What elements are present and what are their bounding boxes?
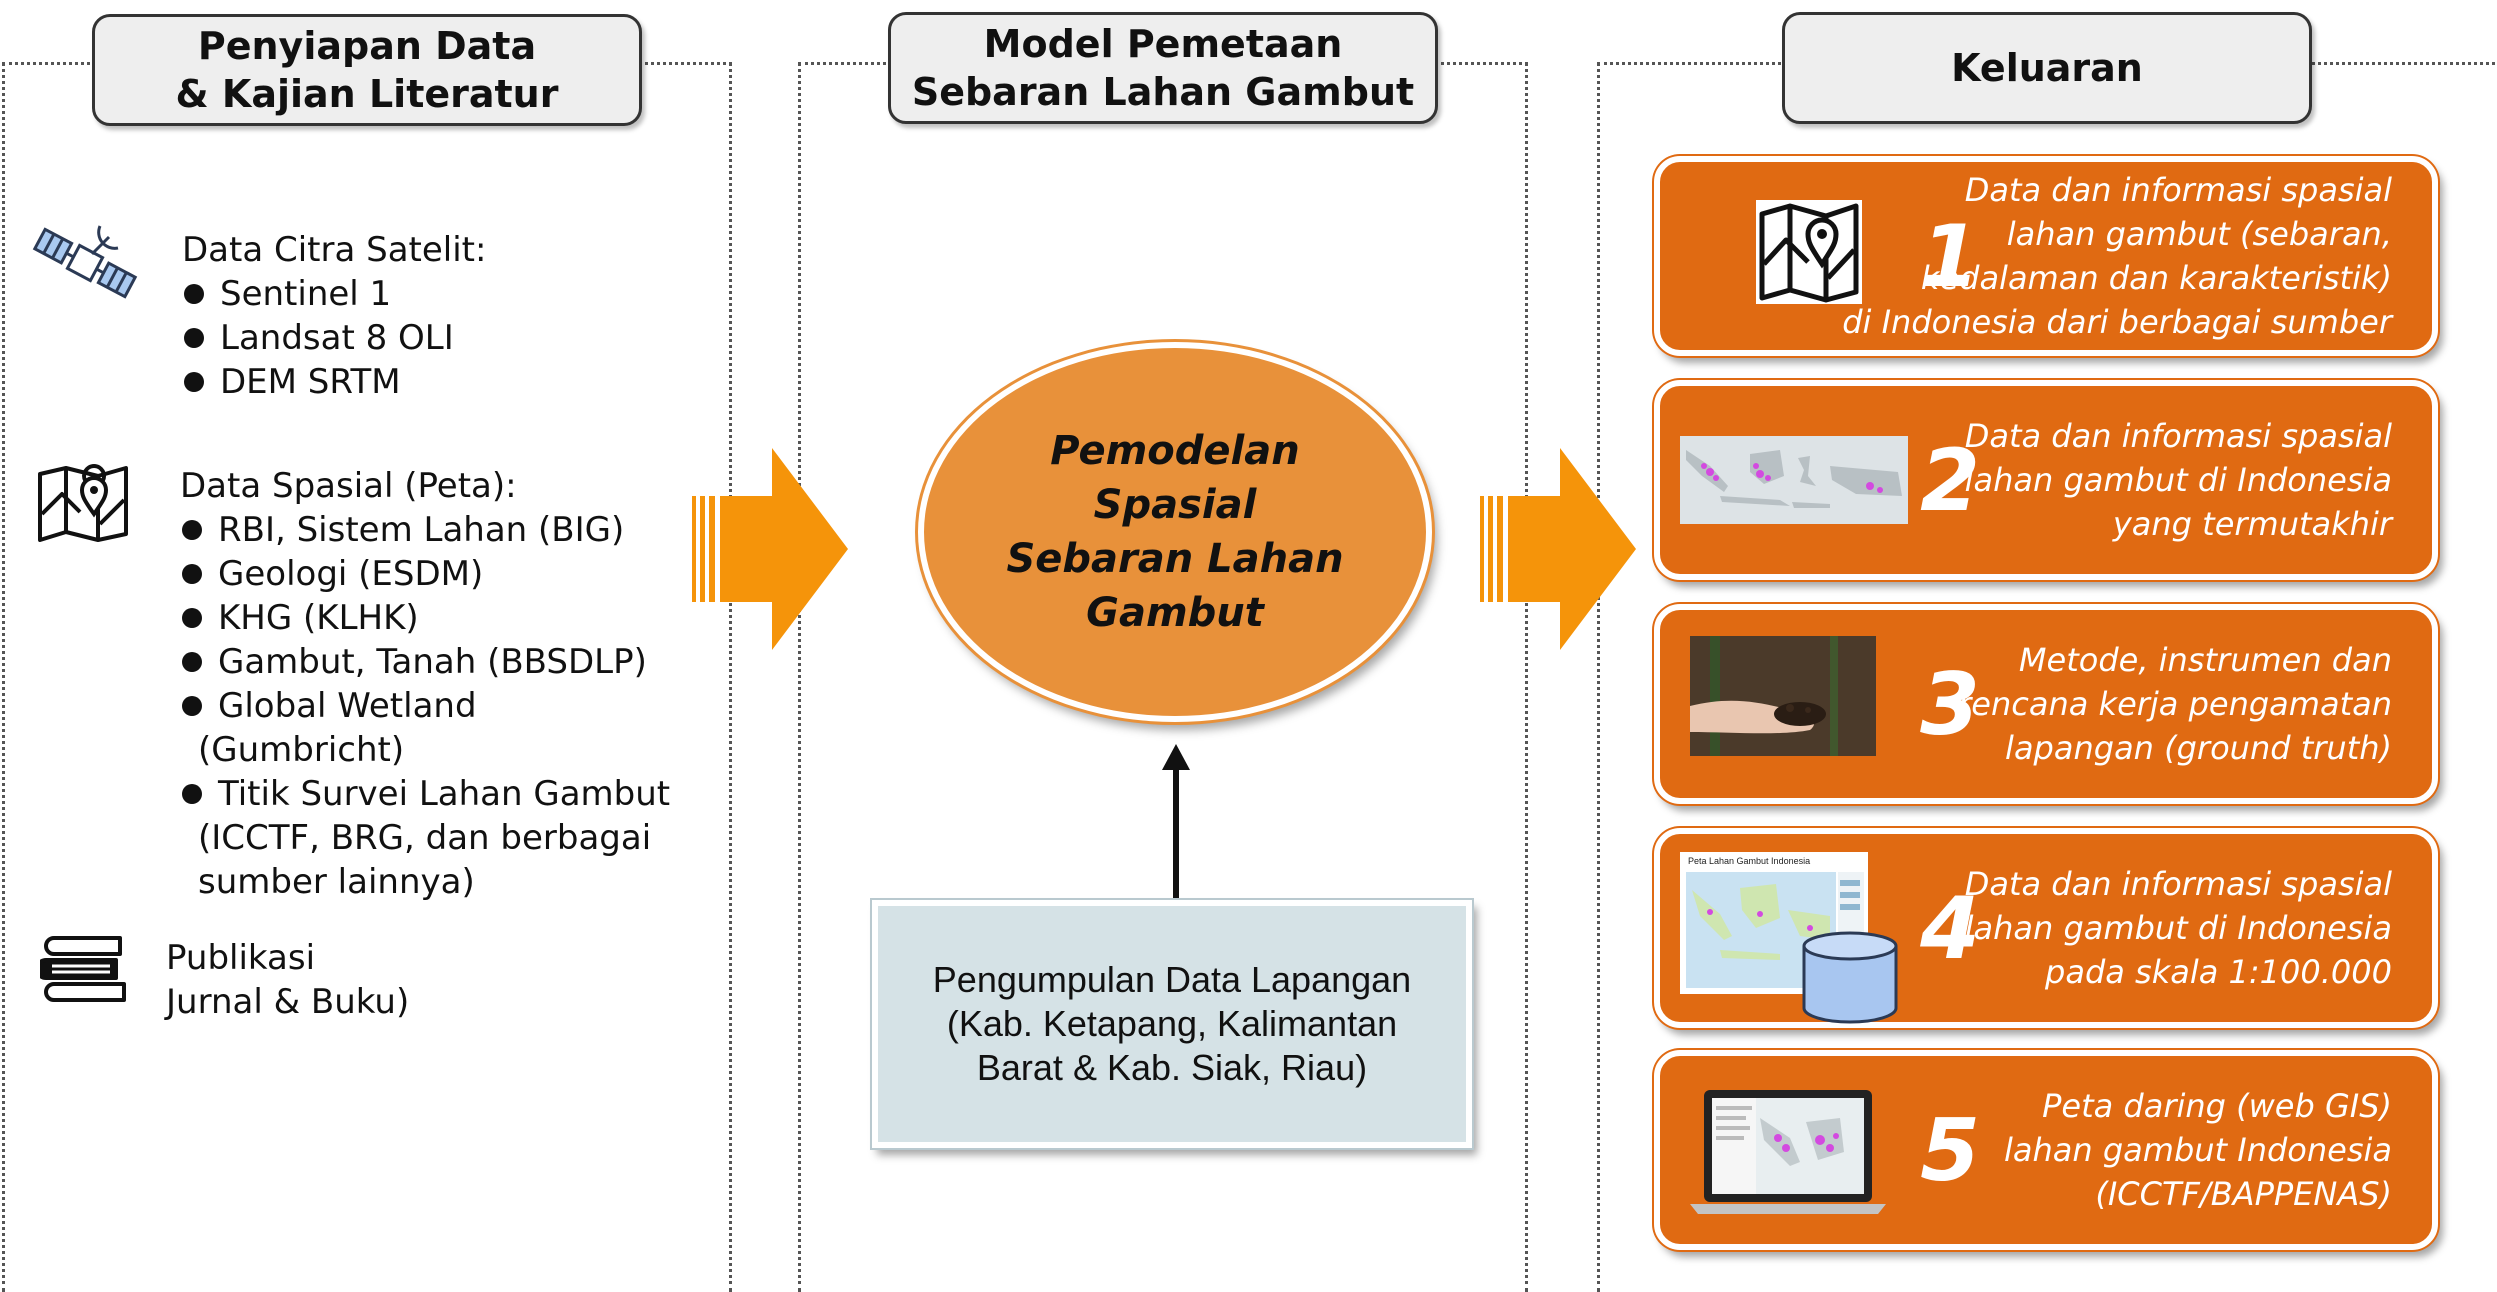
laptop-webgis	[1690, 1090, 1886, 1214]
field-box-line: (Kab. Ketapang, Kalimantan	[946, 1003, 1398, 1044]
publication-block: Publikasi Jurnal & Buku)	[166, 936, 409, 1024]
right-column-title: Keluaran	[1782, 12, 2312, 124]
output-number: 3	[1920, 655, 1980, 755]
output-text-line: lahan gambut (sebaran,	[2006, 215, 2392, 253]
output-text-line: yang termutakhir	[2112, 505, 2392, 543]
spatial-item: Gambut, Tanah (BBSDLP)	[180, 640, 670, 684]
output-text-line: lahan gambut di Indonesia	[1964, 461, 2392, 499]
satellite-item: Sentinel 1	[182, 272, 486, 316]
publication-line: Jurnal & Buku)	[166, 982, 410, 1022]
output-text-line: lahan gambut di Indonesia	[1964, 909, 2392, 947]
output-number: 5	[1920, 1101, 1980, 1201]
middle-title-line-2: Sebaran Lahan Gambut	[911, 70, 1415, 114]
output-text: Data dan informasi spasial lahan gambut …	[1842, 162, 2392, 350]
peat-soil-photo	[1690, 636, 1876, 756]
poster-title: Peta Lahan Gambut Indonesia	[1688, 856, 1811, 866]
spatial-item-continuation: sumber lainnya)	[198, 862, 475, 902]
output-number: 2	[1920, 431, 1980, 531]
satellite-icon	[32, 225, 138, 299]
spatial-item: RBI, Sistem Lahan (BIG)	[180, 508, 670, 552]
output-text: Peta daring (web GIS) lahan gambut Indon…	[1912, 1056, 2392, 1244]
spatial-item: KHG (KLHK)	[180, 596, 670, 640]
output-text: Metode, instrumen dan rencana kerja peng…	[1912, 610, 2392, 798]
modeling-ellipse: Pemodelan Spasial Sebaran Lahan Gambut	[918, 342, 1432, 722]
spatial-item: Global Wetland	[180, 684, 670, 728]
output-text-line: rencana kerja pengamatan	[1958, 685, 2392, 723]
output-number: 4	[1920, 879, 1980, 979]
satellite-item: Landsat 8 OLI	[182, 316, 486, 360]
output-text-line: Data dan informasi spasial	[1964, 417, 2392, 455]
output-card-3: 3 Metode, instrumen dan rencana kerja pe…	[1654, 604, 2438, 804]
output-card-5: 5 Peta daring (web GIS) lahan gambut Ind…	[1654, 1050, 2438, 1250]
satellite-data-block: Data Citra Satelit: Sentinel 1 Landsat 8…	[182, 228, 486, 404]
output-text: Data dan informasi spasial lahan gambut …	[1912, 386, 2392, 574]
spatial-item-text: Global Wetland	[218, 686, 477, 726]
spatial-heading: Data Spasial (Peta):	[180, 466, 517, 506]
left-title-line-1: Penyiapan Data	[197, 24, 537, 68]
output-number: 1	[1920, 207, 1980, 307]
output-text-line: kedalaman dan karakteristik)	[1920, 259, 2392, 297]
satellite-item: DEM SRTM	[182, 360, 486, 404]
ellipse-line: Pemodelan	[1050, 428, 1300, 474]
map-icon	[38, 464, 128, 542]
left-column-title: Penyiapan Data & Kajian Literatur	[92, 14, 642, 126]
output-card-2: 2 Data dan informasi spasial lahan gambu…	[1654, 380, 2438, 580]
output-text: Data dan informasi spasial lahan gambut …	[1912, 834, 2392, 1022]
ellipse-line: Gambut	[1086, 590, 1264, 636]
output-text-line: di Indonesia dari berbagai sumber	[1842, 303, 2392, 341]
output-text-line: Data dan informasi spasial	[1964, 865, 2392, 903]
middle-column-title: Model Pemetaan Sebaran Lahan Gambut	[888, 12, 1438, 124]
ellipse-line: Spasial	[1093, 482, 1257, 528]
satellite-heading: Data Citra Satelit:	[182, 230, 487, 270]
ellipse-line: Sebaran Lahan	[1006, 536, 1344, 582]
output-card-4: Peta Lahan Gambut Indonesia 4 Data dan i…	[1654, 828, 2438, 1028]
output-text-line: Peta daring (web GIS)	[2042, 1087, 2392, 1125]
output-card-1: 1 Data dan informasi spasial lahan gambu…	[1654, 156, 2438, 356]
right-title-line-1: Keluaran	[1951, 46, 2143, 90]
field-data-box: Pengumpulan Data Lapangan (Kab. Ketapang…	[872, 900, 1472, 1148]
spatial-data-block: Data Spasial (Peta): RBI, Sistem Lahan (…	[180, 464, 670, 904]
arrow-left-to-middle	[692, 448, 848, 650]
indonesia-map-thumbnail	[1680, 436, 1908, 524]
field-box-line: Pengumpulan Data Lapangan	[932, 959, 1412, 1000]
output-text-line: lahan gambut Indonesia	[2004, 1131, 2392, 1169]
output-text-line: Data dan informasi spasial	[1964, 171, 2392, 209]
output-text-line: Metode, instrumen dan	[2018, 641, 2392, 679]
spatial-item: Geologi (ESDM)	[180, 552, 670, 596]
arrow-middle-to-right	[1480, 448, 1636, 650]
spatial-item-text: RBI, Sistem Lahan (BIG)	[218, 510, 625, 550]
books-icon	[40, 936, 126, 1002]
middle-title-line-1: Model Pemetaan	[983, 22, 1343, 66]
spatial-item-continuation: (ICCTF, BRG, dan berbagai	[198, 818, 652, 858]
field-box-line: Barat & Kab. Siak, Riau)	[976, 1047, 1368, 1088]
output-text-line: pada skala 1:100.000	[2045, 953, 2392, 991]
map-icon	[1756, 200, 1862, 304]
spatial-item-text: KHG (KLHK)	[218, 598, 419, 638]
spatial-item: Titik Survei Lahan Gambut	[180, 772, 670, 816]
up-arrow-connector	[1162, 744, 1190, 906]
spatial-item-text: Gambut, Tanah (BBSDLP)	[218, 642, 647, 682]
spatial-item-text: Titik Survei Lahan Gambut	[218, 774, 671, 814]
output-text-line: lapangan (ground truth)	[2005, 729, 2392, 767]
publication-line: Publikasi	[166, 938, 316, 978]
database-icon	[1802, 931, 1898, 1024]
spatial-item-continuation: (Gumbricht)	[198, 730, 405, 770]
spatial-item-text: Geologi (ESDM)	[218, 554, 484, 594]
left-title-line-2: & Kajian Literatur	[175, 72, 559, 116]
output-text-line: (ICCTF/BAPPENAS)	[2095, 1175, 2392, 1213]
